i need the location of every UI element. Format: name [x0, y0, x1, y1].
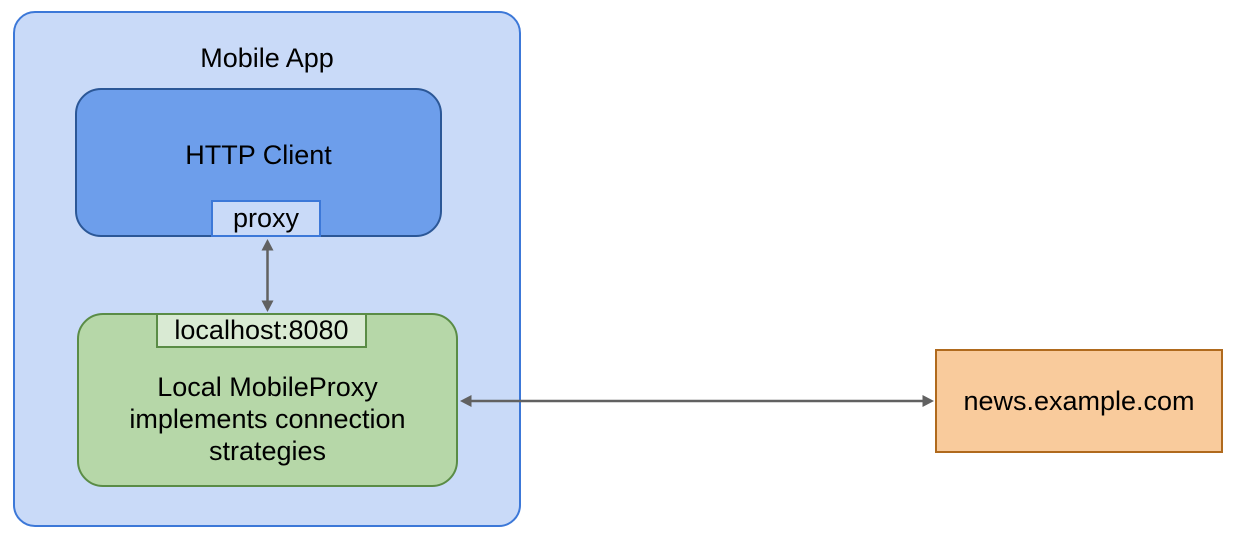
- mobileproxy-label-line1: Local MobileProxy: [157, 372, 378, 402]
- mobile-app-title: Mobile App: [200, 43, 334, 73]
- news-server-node: news.example.com: [935, 349, 1223, 453]
- mobileproxy-node: Local MobileProxy implements connection …: [77, 313, 458, 487]
- localhost-port-label: localhost:8080: [174, 315, 349, 345]
- mobileproxy-label-line2: implements connection: [129, 404, 406, 434]
- localhost-port-badge: localhost:8080: [156, 313, 367, 348]
- mobileproxy-to-news-arrow: [460, 395, 934, 407]
- news-server-label: news.example.com: [963, 385, 1195, 416]
- proxy-port-node: proxy: [211, 200, 321, 237]
- http-client-label: HTTP Client: [185, 140, 332, 170]
- proxy-port-label: proxy: [232, 203, 300, 233]
- mobileproxy-label-line3: strategies: [208, 436, 327, 466]
